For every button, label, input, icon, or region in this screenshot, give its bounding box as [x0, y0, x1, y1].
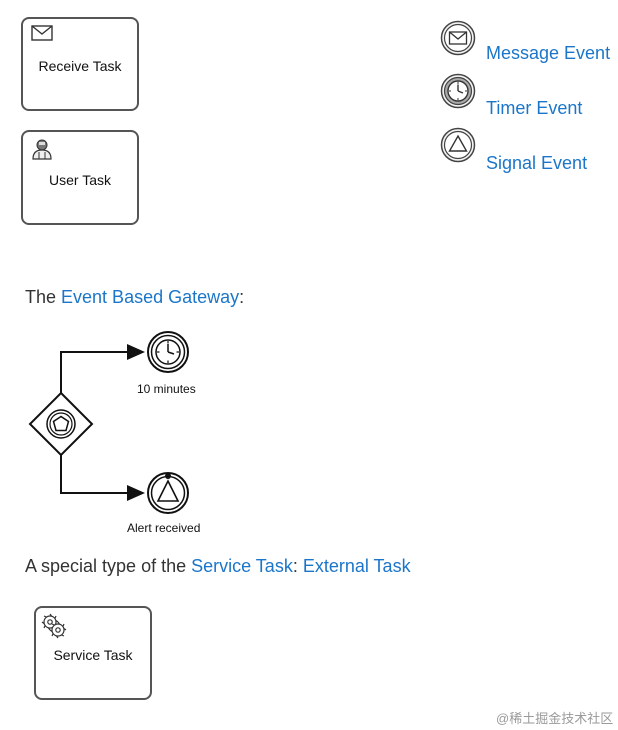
- flow-to-timer: [60, 344, 145, 393]
- signal-catch-event-icon: [147, 472, 189, 514]
- event-gateway-diagram: [28, 331, 189, 514]
- service-task: Service Task: [34, 606, 152, 700]
- signal-event-label[interactable]: Signal Event: [486, 153, 588, 173]
- watermark: @稀土掘金技术社区: [496, 711, 614, 726]
- timer-event-caption: 10 minutes: [137, 382, 196, 396]
- timer-event-label[interactable]: Timer Event: [486, 98, 583, 118]
- event-based-gateway-icon: [28, 391, 94, 457]
- service-heading-sep: :: [292, 556, 303, 576]
- gears-icon: [40, 612, 68, 643]
- receive-task: Receive Task: [21, 17, 139, 111]
- signal-event-icon: [440, 127, 476, 168]
- service-heading: A special type of the Service Task: Exte…: [25, 556, 411, 577]
- gateway-heading-suffix: :: [239, 287, 245, 307]
- timer-event-icon: [440, 73, 476, 114]
- envelope-icon: [31, 25, 53, 44]
- gateway-heading: The Event Based Gateway:: [25, 287, 244, 308]
- user-task: User Task: [21, 130, 139, 225]
- service-task-link[interactable]: Service Task: [191, 556, 293, 576]
- flow-to-signal: [60, 455, 145, 501]
- event-based-gateway-link[interactable]: Event Based Gateway: [61, 287, 240, 307]
- service-heading-prefix: A special type of the: [25, 556, 192, 576]
- service-task-label: Service Task: [53, 647, 133, 663]
- gateway-heading-prefix: The: [25, 287, 62, 307]
- message-event-icon: [440, 20, 476, 61]
- user-icon: [31, 138, 53, 163]
- user-task-label: User Task: [49, 171, 111, 188]
- message-event-label[interactable]: Message Event: [486, 43, 611, 63]
- external-task-link[interactable]: External Task: [302, 556, 411, 576]
- signal-event-caption: Alert received: [127, 521, 201, 535]
- timer-catch-event-icon: [147, 331, 189, 373]
- receive-task-label: Receive Task: [38, 58, 122, 74]
